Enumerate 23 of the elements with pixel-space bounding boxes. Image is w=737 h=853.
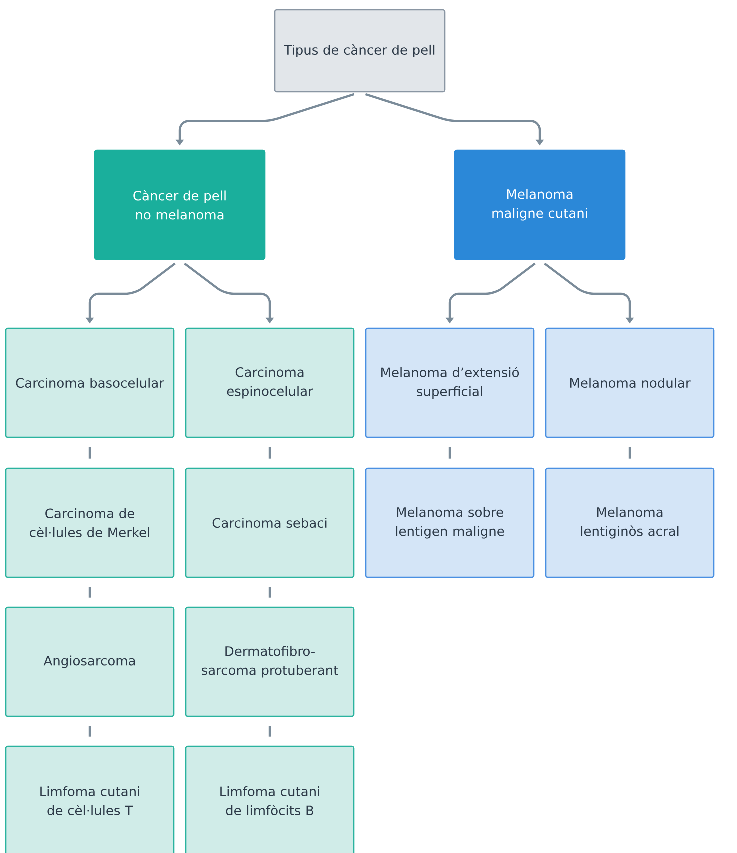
connector-line	[448, 447, 452, 459]
subtype-box: Limfoma cutani de limfòcits B	[185, 746, 355, 853]
subtype-box: Carcinoma de cèl·lules de Merkel	[5, 468, 175, 578]
connector-line	[88, 447, 92, 459]
connector-line	[628, 447, 632, 459]
subtype-box: Angiosarcoma	[5, 606, 175, 718]
subtype-box: Melanoma d’extensió superficial	[365, 328, 535, 438]
connector-line	[268, 726, 272, 737]
connector-line	[268, 447, 272, 459]
topic-box: Tipus de càncer de pell	[274, 9, 446, 93]
category-box: Càncer de pell no melanoma	[94, 150, 266, 260]
category-box: Melanoma maligne cutani	[454, 150, 626, 260]
subtype-box: Limfoma cutani de cèl·lules T	[5, 746, 175, 853]
subtype-box: Carcinoma basocelular	[5, 328, 175, 438]
subtype-box: Melanoma lentiginòs acral	[545, 468, 715, 578]
connector-line	[88, 587, 92, 598]
subtype-box: Dermatofibro-sarcoma protuberant	[185, 606, 355, 718]
connector-line	[268, 587, 272, 598]
subtype-box: Melanoma nodular	[545, 328, 715, 438]
subtype-box: Carcinoma sebaci	[185, 468, 355, 578]
subtype-box: Carcinoma espinocelular	[185, 328, 355, 438]
connector-line	[88, 726, 92, 737]
subtype-box: Melanoma sobre lentigen maligne	[365, 468, 535, 578]
